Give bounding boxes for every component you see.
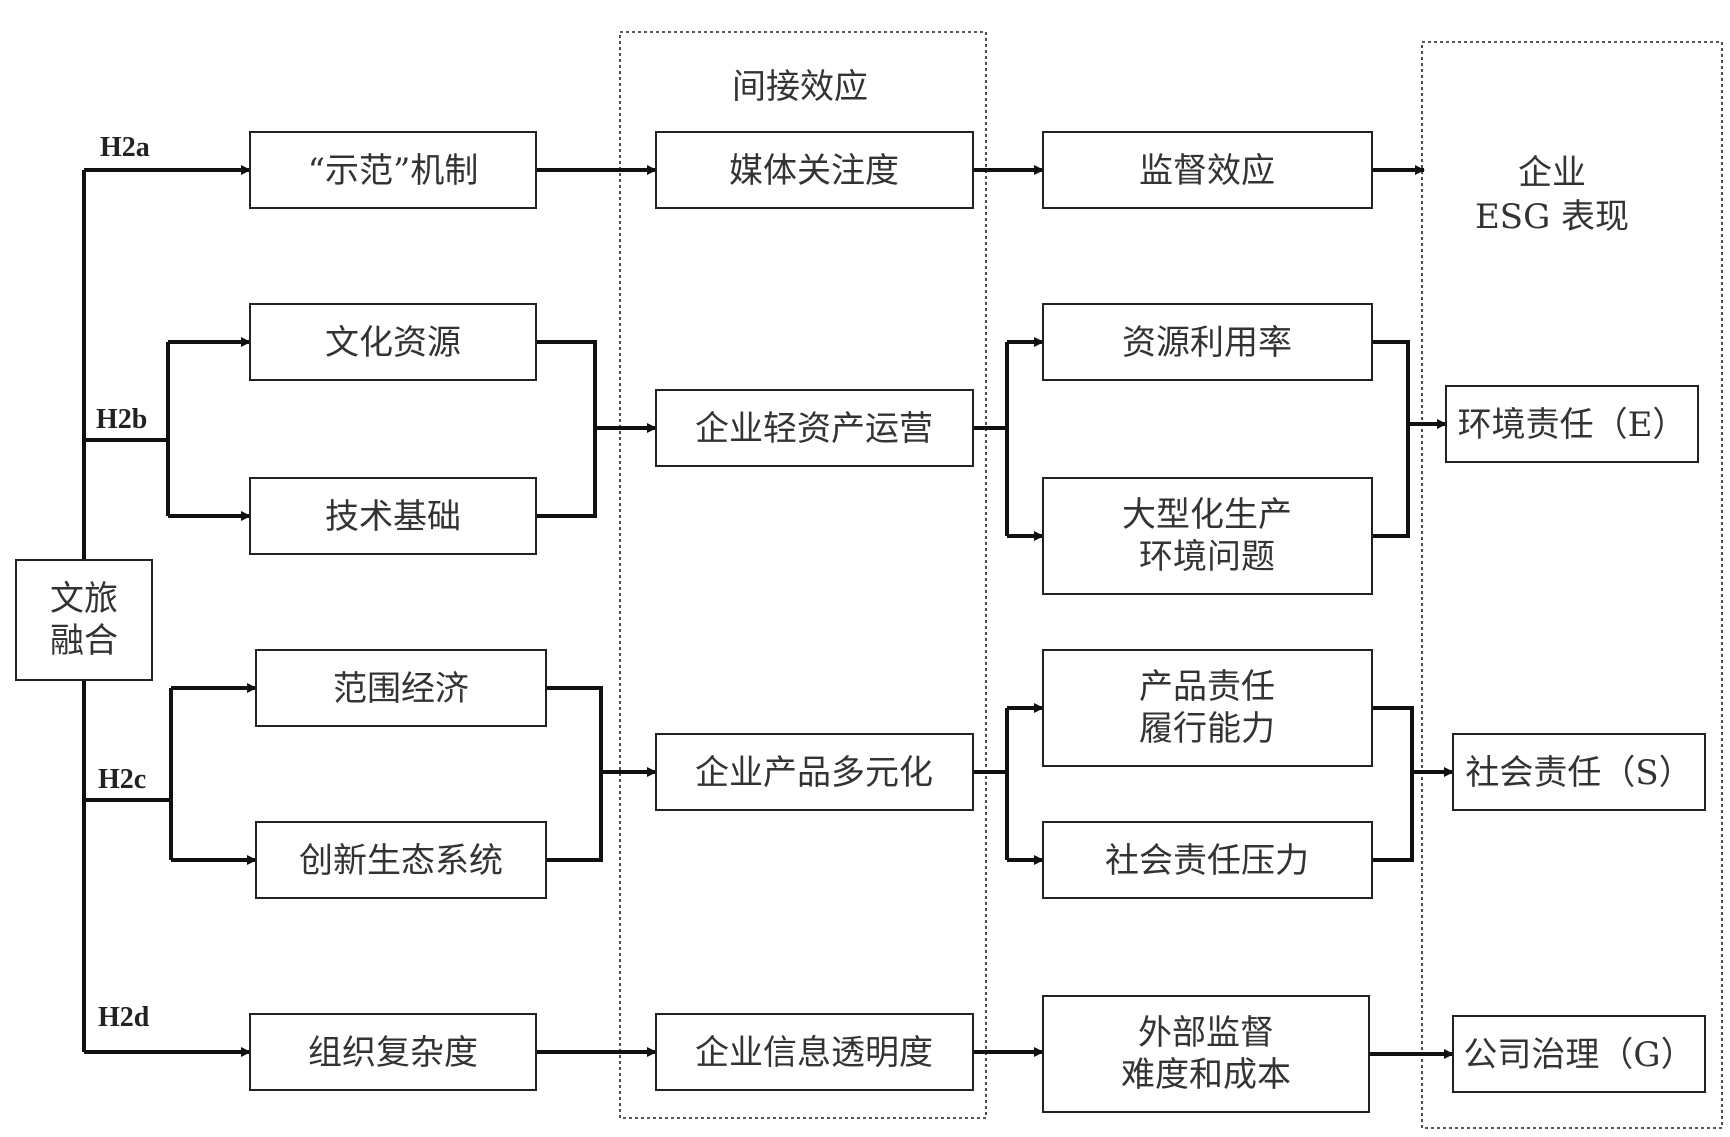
esg-title-1: 企业 [1518,153,1586,193]
tech-box [249,477,537,555]
org-box [249,1013,537,1091]
indirect-effect-label: 间接效应 [732,67,868,107]
culture-box [249,303,537,381]
demo-label: “示范”机制 [308,151,479,191]
external-label-1: 外部监督 [1138,1013,1274,1053]
scope-box [255,649,547,727]
supervision-label: 监督效应 [1139,151,1275,191]
social-pressure-label: 社会责任压力 [1105,841,1309,881]
edge-culture-tech-merge [536,340,597,518]
social-pressure-box [1042,821,1373,899]
edge-scope-innov-merge [546,686,603,862]
external-label-2: 难度和成本 [1121,1055,1291,1095]
demo-box [249,131,537,209]
esg-title-2: ESG 表现 [1475,197,1629,237]
label-h2a: H2a [100,132,150,163]
org-label: 组织复杂度 [308,1033,478,1073]
soc-label: 社会责任（S） [1465,753,1692,793]
tech-label: 技术基础 [325,497,461,537]
edge-env-merge [1372,340,1410,538]
innovation-label: 创新生态系统 [299,841,503,881]
scope-label: 范围经济 [333,669,469,709]
transparency-box [655,1013,974,1091]
innovation-box [255,821,547,899]
product-resp-box [1042,649,1373,767]
supervision-box [1042,131,1373,209]
label-h2d: H2d [98,1002,150,1033]
label-h2b: H2b [96,404,147,435]
gov-label: 公司治理（G） [1463,1035,1694,1075]
soc-box [1452,733,1706,811]
media-label: 媒体关注度 [729,151,899,191]
light-asset-box [655,389,974,467]
large-scale-label-2: 环境问题 [1139,537,1275,577]
connectors [82,165,1454,1059]
gov-box [1452,1015,1706,1093]
diversify-label: 企业产品多元化 [695,753,933,793]
product-resp-label-1: 产品责任 [1139,667,1275,707]
root-box [15,559,153,681]
env-label: 环境责任（E） [1458,405,1687,445]
diversify-box [655,733,974,811]
media-box [655,131,974,209]
edge-soc-merge [1372,706,1414,862]
root-label-1: 文旅 [50,579,118,619]
indirect-effect-frame [619,31,987,1119]
label-h2c: H2c [98,764,146,795]
external-box [1042,995,1370,1113]
large-scale-box [1042,477,1373,595]
esg-frame [1421,41,1723,1129]
transparency-label: 企业信息透明度 [695,1033,933,1073]
env-box [1445,385,1699,463]
root-label-2: 融合 [50,621,118,661]
product-resp-label-2: 履行能力 [1139,709,1275,749]
large-scale-label-1: 大型化生产 [1122,495,1292,535]
resource-use-box [1042,303,1373,381]
resource-use-label: 资源利用率 [1122,323,1292,363]
culture-label: 文化资源 [325,323,461,363]
light-asset-label: 企业轻资产运营 [695,409,933,449]
